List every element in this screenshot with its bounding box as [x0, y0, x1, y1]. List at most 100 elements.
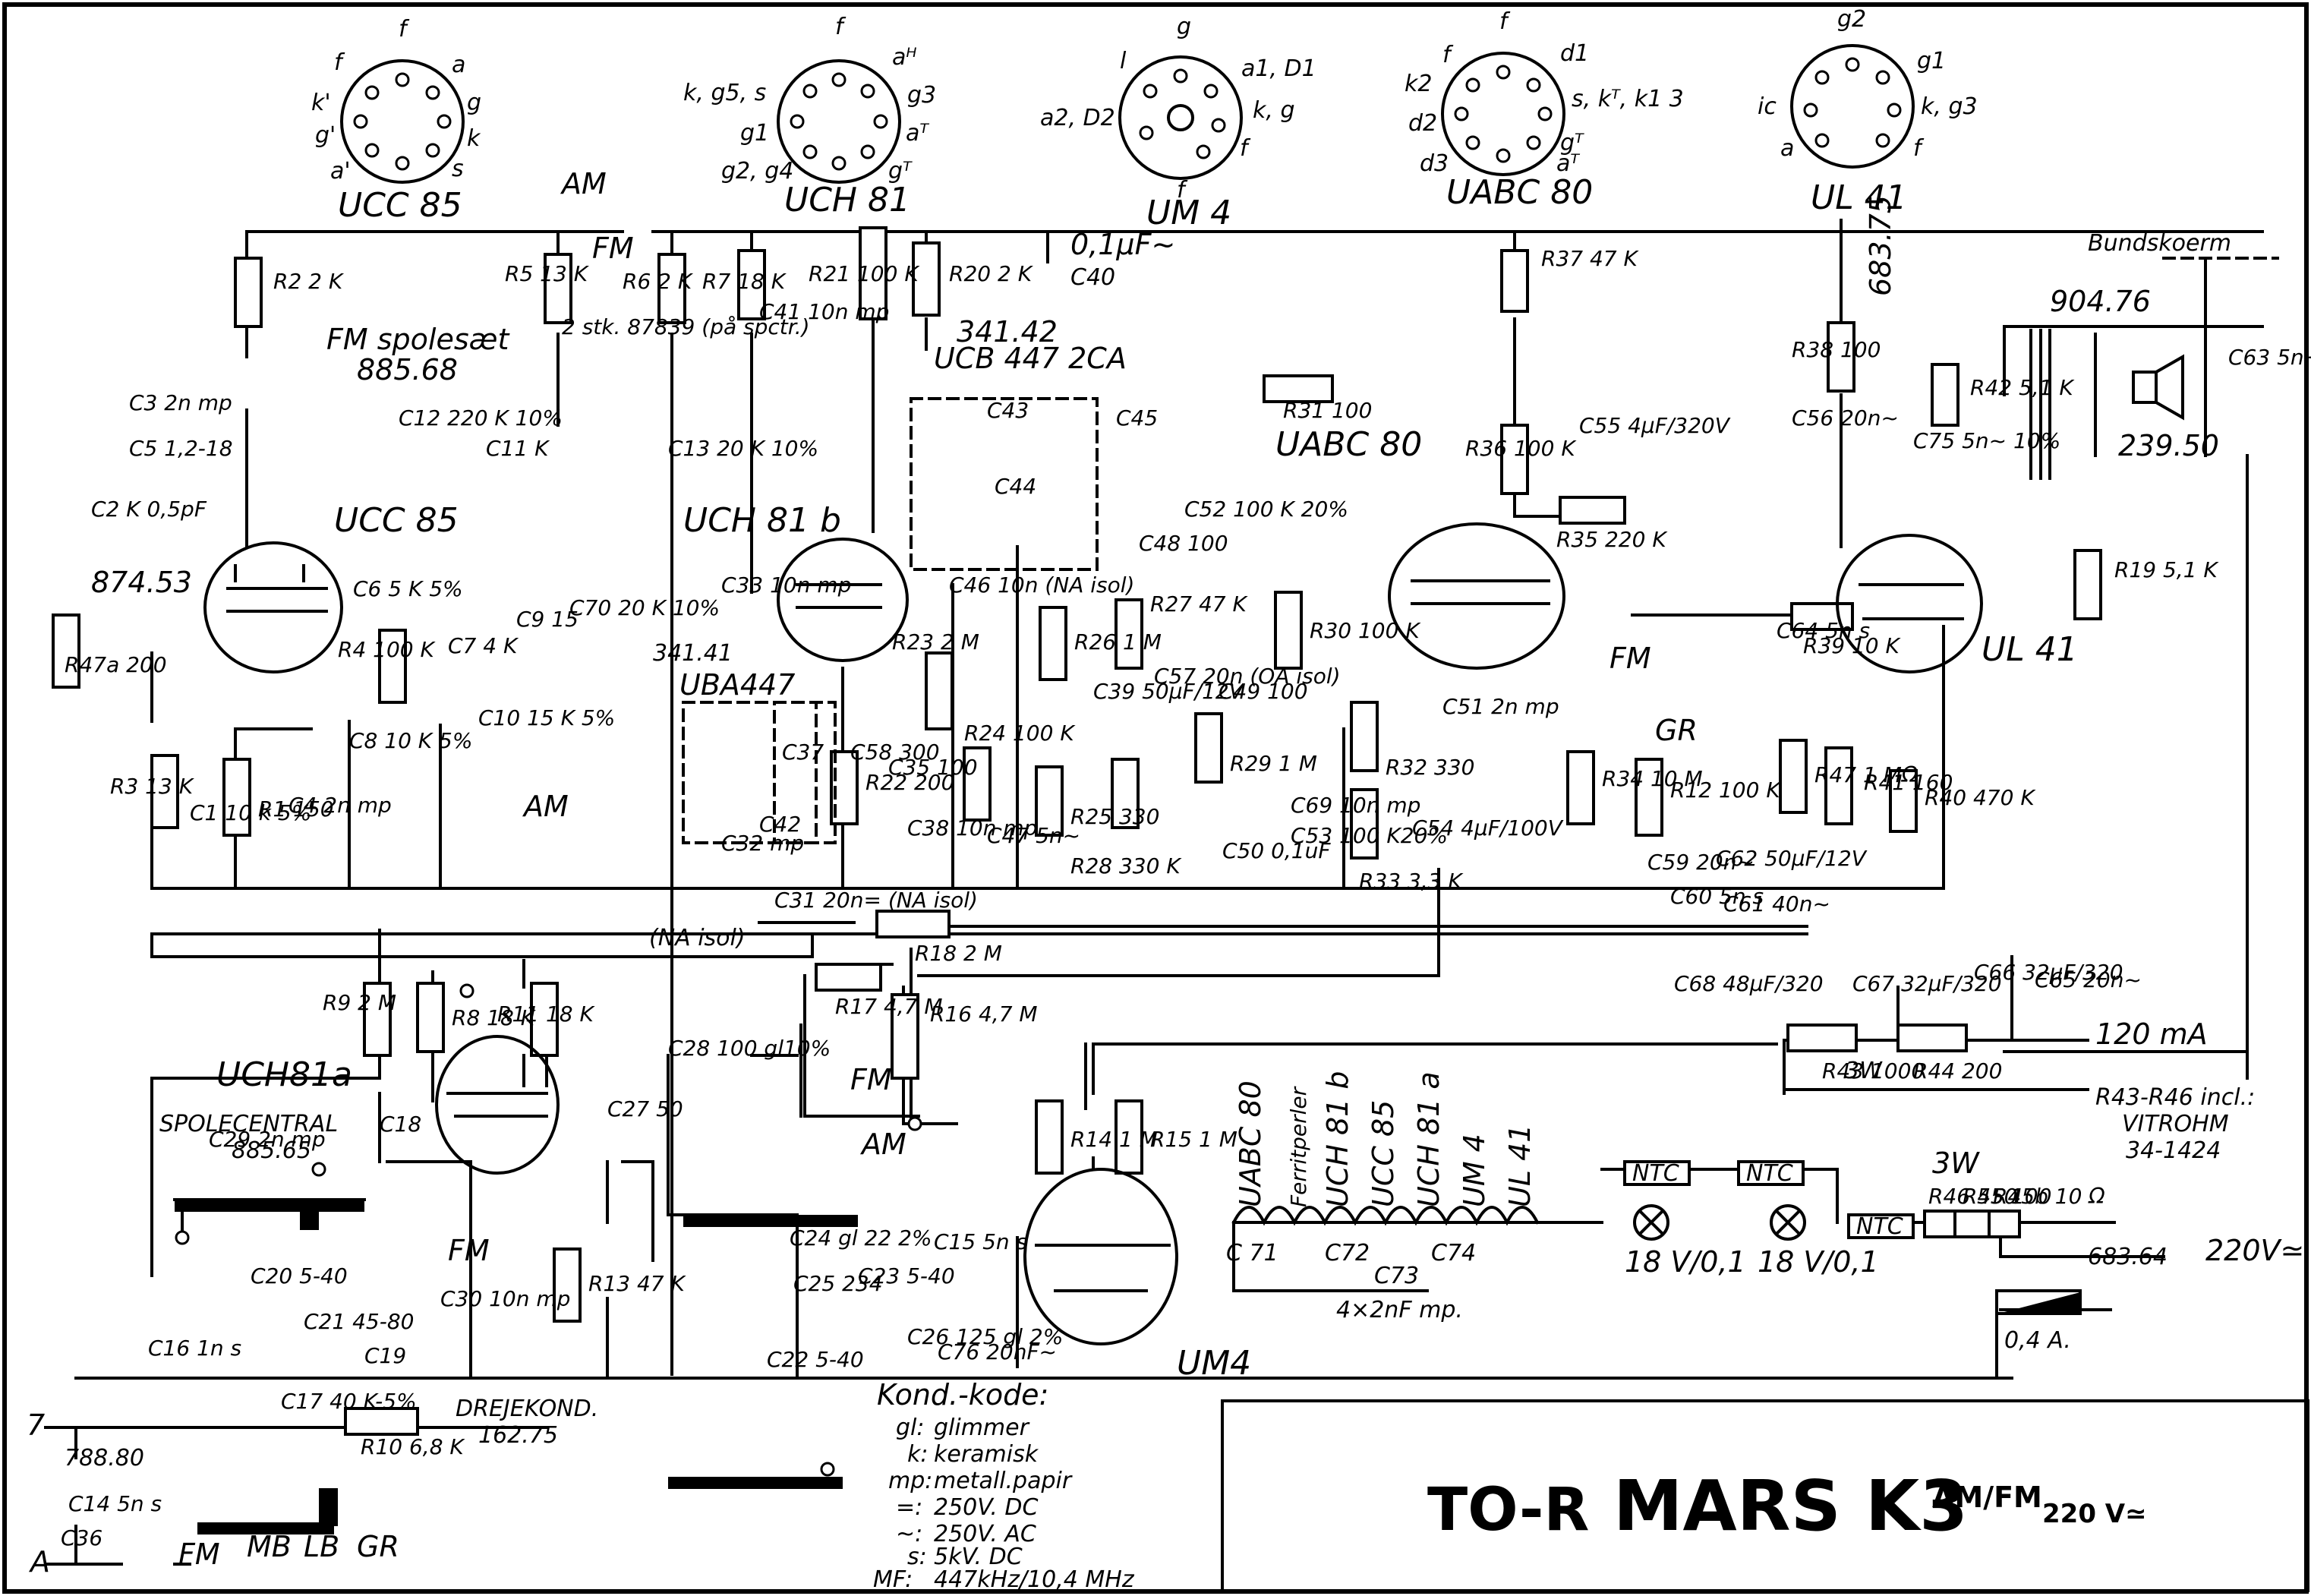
svg-text:7: 7 [27, 1408, 45, 1442]
svg-text:VITROHM: VITROHM [2122, 1111, 2229, 1137]
wiring [44, 219, 2264, 1566]
resistor-label-r46: R46 550 [1928, 1184, 2017, 1209]
svg-text:k, g5, s: k, g5, s [683, 80, 766, 106]
svg-text:k, g: k, g [1253, 97, 1295, 124]
resistor-label-r44: R44 200 [1913, 1058, 2002, 1083]
svg-text:0,4 A.: 0,4 A. [2004, 1327, 2071, 1354]
svg-text:C 71: C 71 [1226, 1240, 1278, 1266]
svg-text:683.64: 683.64 [2088, 1244, 2168, 1270]
am-label: AM [560, 167, 607, 200]
capacitor-label-c2: C2 K 0,5pF [91, 497, 207, 522]
capacitor-label-c11: C11 K [486, 436, 550, 461]
capacitor-label-c16: C16 1n s [148, 1336, 241, 1361]
svg-text:l: l [1120, 48, 1127, 74]
transformers [682, 257, 2279, 844]
svg-text:Ferritperler: Ferritperler [1286, 1086, 1311, 1207]
resistor-label-r24: R24 100 K [964, 721, 1076, 746]
svg-text:s: s [452, 156, 464, 182]
svg-text:a1, D1: a1, D1 [1241, 55, 1316, 82]
resistor-label-r4: R4 100 K [338, 637, 437, 662]
capacitor-label-c24: C24 gl 22 2% [790, 1225, 932, 1251]
svg-text:AM: AM [859, 1128, 906, 1161]
capacitor-label-c25: C25 234 [793, 1271, 883, 1296]
svg-text:220V≃: 220V≃ [2205, 1234, 2304, 1267]
svg-text:MF:: MF: [873, 1566, 913, 1593]
svg-text:SPOLECENTRAL: SPOLECENTRAL [159, 1111, 338, 1137]
svg-text:GR: GR [1655, 714, 1698, 747]
resistor-label-r13: R13 47 K [588, 1271, 687, 1296]
svg-text:C73: C73 [1374, 1263, 1419, 1289]
capacitor-label-c44: C44 [995, 474, 1036, 499]
resistor-label-r27: R27 47 K [1150, 591, 1249, 617]
capacitor-label-c54: C54 4μF/100V [1412, 815, 1564, 841]
resistor-label-r7: R7 18 K [702, 269, 787, 294]
svg-text:NTC: NTC [1746, 1160, 1793, 1187]
svg-text:18 V/0,1: 18 V/0,1 [1625, 1245, 1746, 1279]
capacitor-label-c27: C27 50 [607, 1096, 683, 1121]
capacitor-label-c43: C43 [987, 398, 1029, 423]
svg-text:g: g [1177, 14, 1191, 40]
svg-text:DREJEKOND.: DREJEKOND. [456, 1396, 598, 1422]
band-switch-labels: FM MB LB GR SPOLECENTRAL 885.65 DREJEKON… [27, 640, 1698, 1579]
svg-text:162.75: 162.75 [478, 1422, 558, 1449]
capacitor-label-c6: C6 5 K 5% [353, 576, 463, 601]
resistor-label-r42: R42 5,1 K [1970, 375, 2075, 400]
svg-text:R43-R46 incl.:: R43-R46 incl.: [2095, 1084, 2255, 1111]
svg-text:glimmer: glimmer [934, 1415, 1030, 1441]
resistor-label-r20: R20 2 K [949, 261, 1034, 286]
mains-label: 220 V≃ [2042, 1499, 2147, 1529]
svg-text:FM: FM [850, 1063, 892, 1096]
resistor-bodies [52, 226, 2102, 1436]
resistor-label-r47a: R47a 200 [65, 652, 167, 677]
tube-base-um4: g a1, D1 k, g f a2, D2 l f UM 4 [1040, 14, 1316, 232]
svg-text:UCH 81 a: UCH 81 a [1412, 1071, 1446, 1207]
svg-text:UCH 81 b: UCH 81 b [1321, 1071, 1354, 1207]
svg-text:UCH 81: UCH 81 [784, 181, 910, 219]
resistor-label-r8: R8 18 K [452, 1005, 537, 1030]
svg-text:f: f [835, 14, 847, 40]
if-transformer-label: UCB 447 2CA [934, 342, 1127, 375]
svg-text:g: g [467, 90, 481, 116]
output-transformer-number: 904.76 [2050, 285, 2151, 318]
svg-text:(NA isol): (NA isol) [649, 925, 746, 951]
svg-text:18 V/0,1: 18 V/0,1 [1758, 1245, 1879, 1279]
svg-text:UM 4: UM 4 [1146, 194, 1231, 232]
capacitor-label-c18: C18 [380, 1112, 421, 1137]
capacitor-label-c49: C49 100 [1219, 679, 1308, 704]
tube-label-ucc85: UCC 85 [334, 501, 459, 540]
capacitor-label-c63: C63 5n~ [2228, 345, 2311, 370]
capacitor-label-c69: C69 10n mp [1291, 793, 1420, 818]
resistor-label-r25: R25 330 [1070, 804, 1159, 829]
resistor-label-r15: R15 1 M [1150, 1127, 1237, 1152]
svg-text:d3: d3 [1420, 150, 1449, 177]
svg-text:250V. AC: 250V. AC [934, 1521, 1036, 1547]
band-label: AM/FM [1932, 1481, 2042, 1514]
capacitor-label-c41: C41 10n mp [759, 299, 889, 324]
resistor-label-r37: R37 47 K [1541, 246, 1640, 271]
resistor-label-r14: R14 1 M [1070, 1127, 1158, 1152]
svg-text:AM: AM [522, 790, 569, 823]
svg-text:250V. DC: 250V. DC [934, 1494, 1039, 1521]
resistor-label-r6: R6 2 K [623, 269, 694, 294]
svg-text:g2: g2 [1837, 6, 1866, 33]
svg-text:a: a [1780, 135, 1794, 162]
resistor-label-r45b: R45b 10 Ω [1993, 1184, 2105, 1209]
svg-text:UCC 85: UCC 85 [1367, 1100, 1400, 1207]
svg-text:NTC: NTC [1632, 1160, 1679, 1187]
capacitor-label-c39: C39 50μF/12V [1093, 679, 1245, 704]
svg-text:gl:: gl: [896, 1415, 925, 1441]
capacitor-label-c46: C46 10n (NA isol) [949, 572, 1134, 598]
svg-text:g3: g3 [907, 82, 936, 109]
capacitor-label-c38: C38 10n mp [907, 815, 1037, 841]
capacitor-label-c52: C52 100 K 20% [1184, 497, 1348, 522]
capacitor-label-c10: C10 15 K 5% [478, 705, 615, 730]
svg-text:f: f [1913, 135, 1925, 162]
svg-text:k: k [467, 125, 481, 152]
tube-base-uabc80: f d1 s, kᵀ, k1 3 gᵀ aᵀ d3 d2 k2 f UABC 8… [1405, 8, 1684, 212]
tube-label-uabc80: UABC 80 [1275, 425, 1422, 464]
capacitor-label-c75: C75 5n~ 10% [1913, 428, 2060, 453]
capacitor-label-c23: C23 5-40 [858, 1263, 955, 1288]
resistor-label-r12: R12 100 K [1670, 777, 1782, 803]
resistor-label-r30: R30 100 K [1310, 618, 1421, 643]
capacitor-label-c9: C9 15 [516, 607, 579, 632]
